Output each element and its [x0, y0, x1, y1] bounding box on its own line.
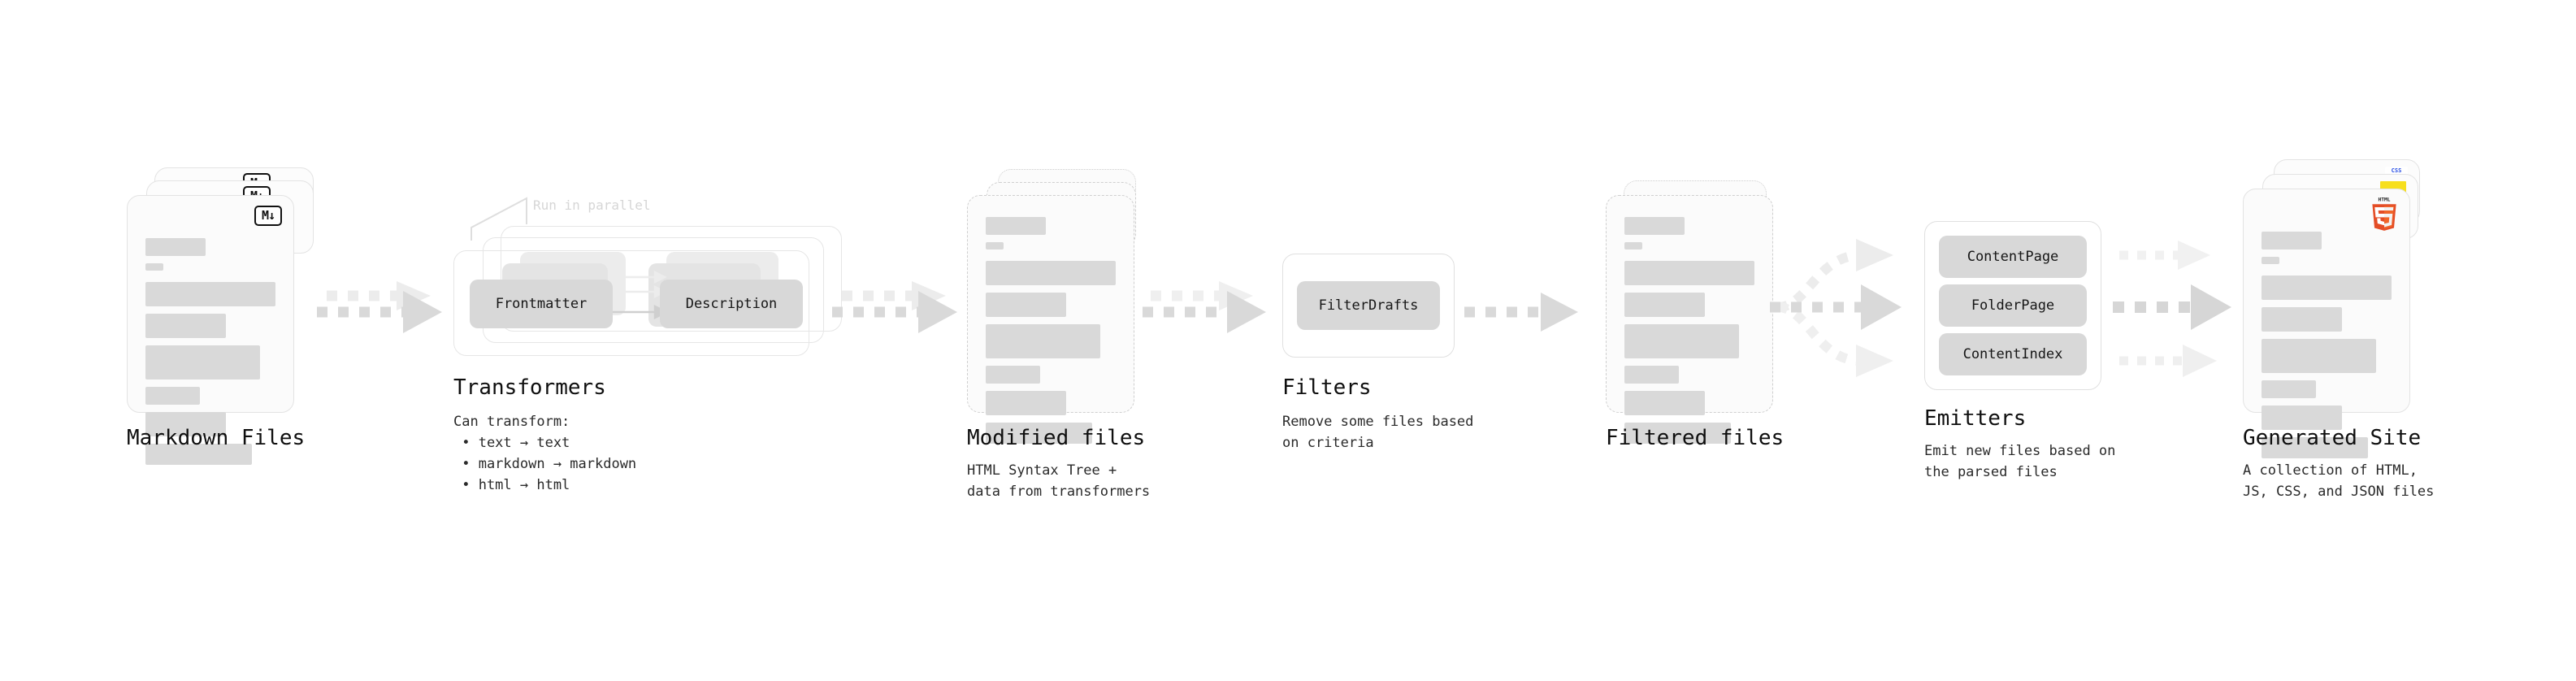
content-bar	[145, 282, 275, 306]
content-bar	[1624, 391, 1706, 415]
content-bar	[145, 263, 164, 271]
card-content-bars	[986, 217, 1116, 451]
content-bar	[986, 423, 1093, 444]
modified-files-title: Modified files	[967, 426, 1146, 450]
content-bar	[1624, 423, 1732, 444]
connector-markdown-to-transformers	[307, 268, 453, 358]
dashed-branch-straight	[1770, 284, 1902, 330]
run-in-parallel-bracket	[471, 197, 527, 241]
emitter-item-folderpage[interactable]: FolderPage	[1939, 284, 2087, 327]
content-bar	[1624, 366, 1680, 384]
emitter-item-contentpage[interactable]: ContentPage	[1939, 236, 2087, 278]
modified-card-front	[967, 195, 1134, 444]
dashed-arrow-bottom	[2119, 345, 2217, 377]
markdown-card-front: M↓	[127, 195, 294, 465]
transformer-group-front	[453, 250, 809, 356]
transformer-group-back-2	[501, 226, 842, 332]
dashed-arrow-top	[2119, 241, 2210, 270]
content-bar	[986, 366, 1041, 384]
svg-text:HTML: HTML	[2379, 197, 2391, 203]
content-bar	[986, 391, 1067, 415]
connector-transformers-to-modified	[822, 268, 977, 358]
transformers-description: Can transform: • text → text • markdown …	[453, 414, 637, 493]
content-bar	[986, 293, 1067, 317]
card-content-bars	[1624, 217, 1754, 451]
filtered-files-title: Filtered files	[1606, 426, 1785, 450]
modified-files-description: HTML Syntax Tree + data from transformer…	[967, 462, 1151, 500]
content-bar	[1624, 293, 1706, 317]
connector-filtered-to-emitters	[1770, 232, 1941, 387]
emitters-description: Emit new files based on the parsed files	[1924, 443, 2116, 480]
filters-title: Filters	[1282, 375, 1372, 400]
content-bar	[986, 324, 1100, 358]
markdown-files-title: Markdown Files	[127, 426, 306, 450]
content-bar	[2262, 257, 2280, 264]
content-bar	[1624, 261, 1754, 285]
content-bar	[2262, 406, 2343, 430]
emitter-item-contentindex[interactable]: ContentIndex	[1939, 333, 2087, 375]
content-bar	[2262, 380, 2317, 398]
generated-site-description: A collection of HTML, JS, CSS, and JSON …	[2243, 462, 2435, 500]
content-bar	[986, 261, 1116, 285]
generated-site-title: Generated Site	[2243, 426, 2422, 450]
site-card-front: HTML	[2243, 189, 2410, 458]
html5-icon: HTML	[2372, 197, 2396, 231]
content-bar	[145, 314, 227, 338]
content-bar	[1624, 324, 1739, 358]
dashed-branch-down	[1777, 302, 1893, 377]
filters-description: Remove some files based on criteria	[1282, 414, 1474, 451]
content-bar	[145, 238, 206, 256]
markdown-icon: M↓	[254, 206, 282, 226]
content-bar	[145, 387, 201, 405]
content-bar	[145, 444, 253, 465]
content-bar	[2262, 339, 2376, 373]
dashed-arrow	[1464, 293, 1578, 332]
content-bar	[2262, 232, 2322, 249]
content-bar	[986, 242, 1004, 249]
dashed-arrow-lower	[1143, 291, 1266, 333]
content-bar	[2262, 275, 2392, 300]
content-bar	[2262, 307, 2343, 332]
content-bar	[1624, 217, 1685, 235]
dashed-arrow-middle	[2113, 284, 2231, 330]
card-content-bars	[145, 238, 275, 472]
transformers-title: Transformers	[453, 375, 606, 400]
transformer-item-description[interactable]: Description	[660, 280, 803, 328]
connector-filters-to-filtered	[1456, 284, 1611, 349]
content-bar	[145, 345, 260, 380]
transformer-item-frontmatter[interactable]: Frontmatter	[470, 280, 613, 328]
card-content-bars	[2262, 232, 2392, 466]
filtered-card-front	[1606, 195, 1773, 444]
dashed-arrow-lower	[832, 291, 957, 333]
content-bar	[2262, 437, 2369, 458]
filter-item-filterdrafts[interactable]: FilterDrafts	[1297, 281, 1440, 330]
content-bar	[1624, 242, 1643, 249]
run-in-parallel-label: Run in parallel	[533, 197, 651, 213]
connector-emitters-to-site	[2113, 232, 2267, 387]
emitters-title: Emitters	[1924, 406, 2027, 431]
content-bar	[986, 217, 1046, 235]
content-bar	[145, 412, 227, 436]
dashed-arrow-lower	[317, 291, 442, 333]
connector-modified-to-filters	[1134, 268, 1289, 358]
